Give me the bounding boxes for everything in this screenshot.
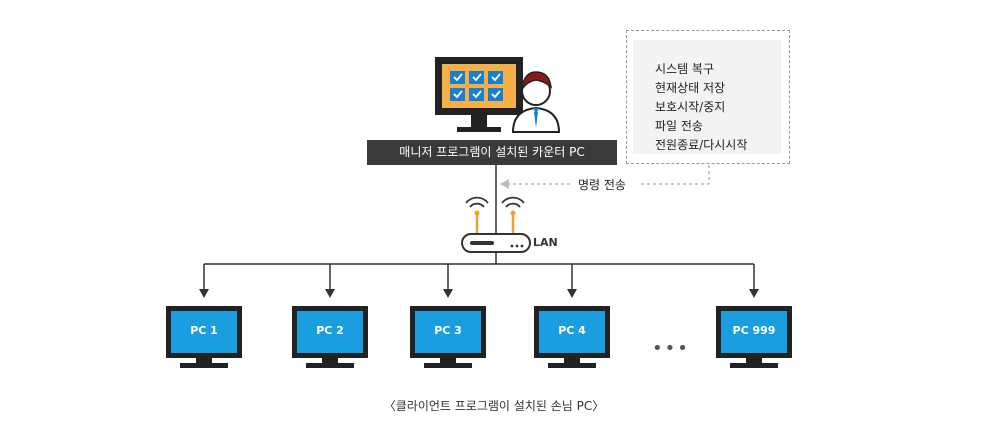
client-pc-label: PC 999	[732, 324, 776, 337]
client-monitor-icon	[292, 264, 368, 368]
command-item: 보호시작/중지	[655, 100, 726, 114]
client-pc-label: PC 3	[434, 324, 462, 337]
client-monitor-icon	[410, 264, 486, 368]
command-item: 현재상태 저장	[655, 81, 726, 95]
command-item: 시스템 복구	[655, 62, 715, 76]
client-monitor-icon	[166, 264, 242, 368]
router-icon	[461, 196, 531, 253]
lan-label: LAN	[533, 236, 558, 249]
client-monitor-icon	[534, 264, 610, 368]
counter-pc-label: 매니저 프로그램이 설치된 카운터 PC	[367, 140, 617, 165]
client-pc-label: PC 1	[190, 324, 218, 337]
more-pcs-ellipsis: •••	[652, 338, 690, 359]
manager-person-icon	[511, 71, 561, 133]
client-monitor-icon	[716, 264, 792, 368]
client-pc-label: PC 4	[558, 324, 586, 337]
client-pcs	[166, 264, 792, 368]
command-item: 파일 전송	[655, 119, 703, 133]
command-send-label: 명령 전송	[578, 178, 626, 192]
command-list-panel: 시스템 복구 현재상태 저장 보호시작/중지 파일 전송 전원종료/다시시작	[633, 40, 781, 154]
diagram-caption: 〈클라이언트 프로그램이 설치된 손님 PC〉	[383, 399, 605, 413]
manager-monitor-icon	[435, 57, 523, 132]
command-item: 전원종료/다시시작	[655, 138, 748, 152]
command-list: 시스템 복구 현재상태 저장 보호시작/중지 파일 전송 전원종료/다시시작	[655, 60, 747, 155]
client-pc-label: PC 2	[316, 324, 344, 337]
command-list-box: 시스템 복구 현재상태 저장 보호시작/중지 파일 전송 전원종료/다시시작	[626, 30, 790, 164]
